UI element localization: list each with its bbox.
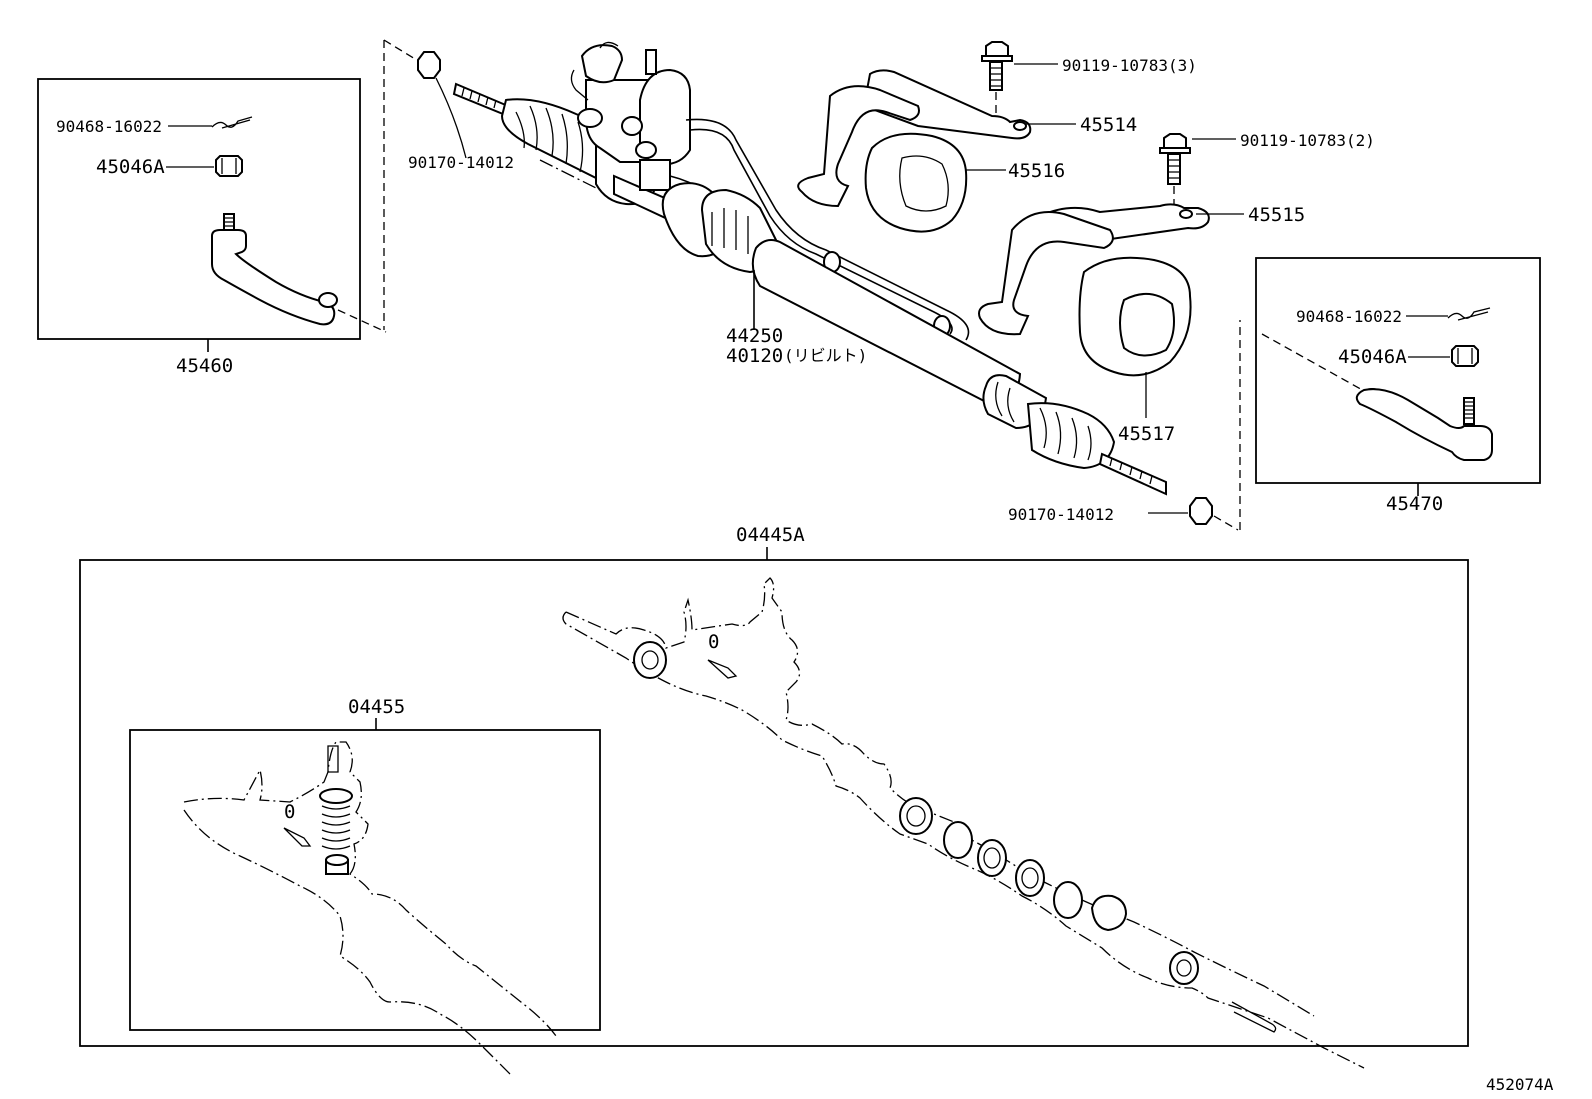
label-grommet-upper: 45516 [1008, 160, 1065, 182]
bracket-upper-icon [797, 69, 1032, 208]
lower-bracket-group: 90119-10783(2) 45515 45517 [978, 131, 1375, 445]
rack-end-nut-right-group: 90170-14012 [1008, 320, 1241, 531]
label-rack-end-nut-left: 90170-14012 [408, 153, 514, 172]
gasket-kit-group: 04445A 0 04455 0 [79, 524, 1469, 1075]
flange-bolt-lower-icon [1159, 133, 1191, 185]
label-tie-rod-end-right: 45470 [1386, 493, 1443, 515]
tie-rod-end-right-icon [1355, 388, 1493, 461]
cotter-pin-right-icon [1447, 307, 1491, 321]
o-ring-glyph: 0 [708, 631, 719, 653]
grommet-upper-icon [864, 132, 968, 233]
tie-rod-end-left-box [37, 78, 361, 340]
label-bolt-lower: 90119-10783(2) [1240, 131, 1375, 150]
label-rebuilt-note: (リビルト) [784, 346, 867, 365]
upper-bracket-group: 90119-10783(3) 45514 45516 [797, 41, 1197, 233]
label-rack-end-nut-right: 90170-14012 [1008, 505, 1114, 524]
flange-bolt-upper-icon [981, 41, 1013, 91]
o-ring-right-icon [1169, 951, 1199, 985]
valve-housing-outline-icon [183, 741, 557, 1075]
label-bolt-upper: 90119-10783(3) [1062, 56, 1197, 75]
castle-nut-left-icon [215, 155, 243, 177]
seal-rings-icon [899, 797, 1128, 932]
label-nut-right: 45046A [1338, 346, 1407, 368]
tie-rod-end-left-group: 45460 90468-16022 45046A [37, 39, 421, 377]
hex-nut-right-icon [1189, 497, 1213, 525]
valve-o-ring-glyph: 0 [284, 801, 295, 823]
tie-rod-end-right-group: 45470 90468-16022 45046A [1255, 257, 1541, 515]
label-gasket-kit: 04445A [736, 524, 805, 546]
label-gear-assembly-rebuilt: 40120 [726, 345, 783, 367]
gasket-kit-box [79, 559, 1469, 1047]
label-cotter-pin-left: 90468-16022 [56, 117, 162, 136]
cotter-pin-left-icon [211, 116, 253, 129]
label-bracket-upper: 45514 [1080, 114, 1137, 136]
diagram-code: 452074A [1486, 1075, 1554, 1094]
hex-nut-left-icon [417, 51, 441, 79]
bracket-lower-icon [978, 203, 1210, 336]
repair-kit-group: 04455 0 [129, 696, 601, 1075]
tie-rod-end-right-box [1255, 257, 1541, 484]
grommet-lower-icon [1078, 256, 1192, 377]
label-cotter-pin-right: 90468-16022 [1296, 307, 1402, 326]
label-repair-kit: 04455 [348, 696, 405, 718]
label-grommet-lower: 45517 [1118, 423, 1175, 445]
tie-rod-end-left-icon [211, 213, 387, 333]
label-tie-rod-end-left: 45460 [176, 355, 233, 377]
repair-kit-box [129, 729, 601, 1031]
label-gear-assembly: 44250 [726, 325, 783, 347]
label-nut-left: 45046A [96, 156, 165, 178]
spring-icon [319, 788, 353, 875]
o-ring-left-icon [633, 641, 667, 679]
castle-nut-right-icon [1451, 345, 1479, 367]
rack-end-nut-left-group: 90170-14012 [408, 51, 514, 172]
steering-gear-assembly-icon [452, 41, 1167, 496]
label-bracket-lower: 45515 [1248, 204, 1305, 226]
